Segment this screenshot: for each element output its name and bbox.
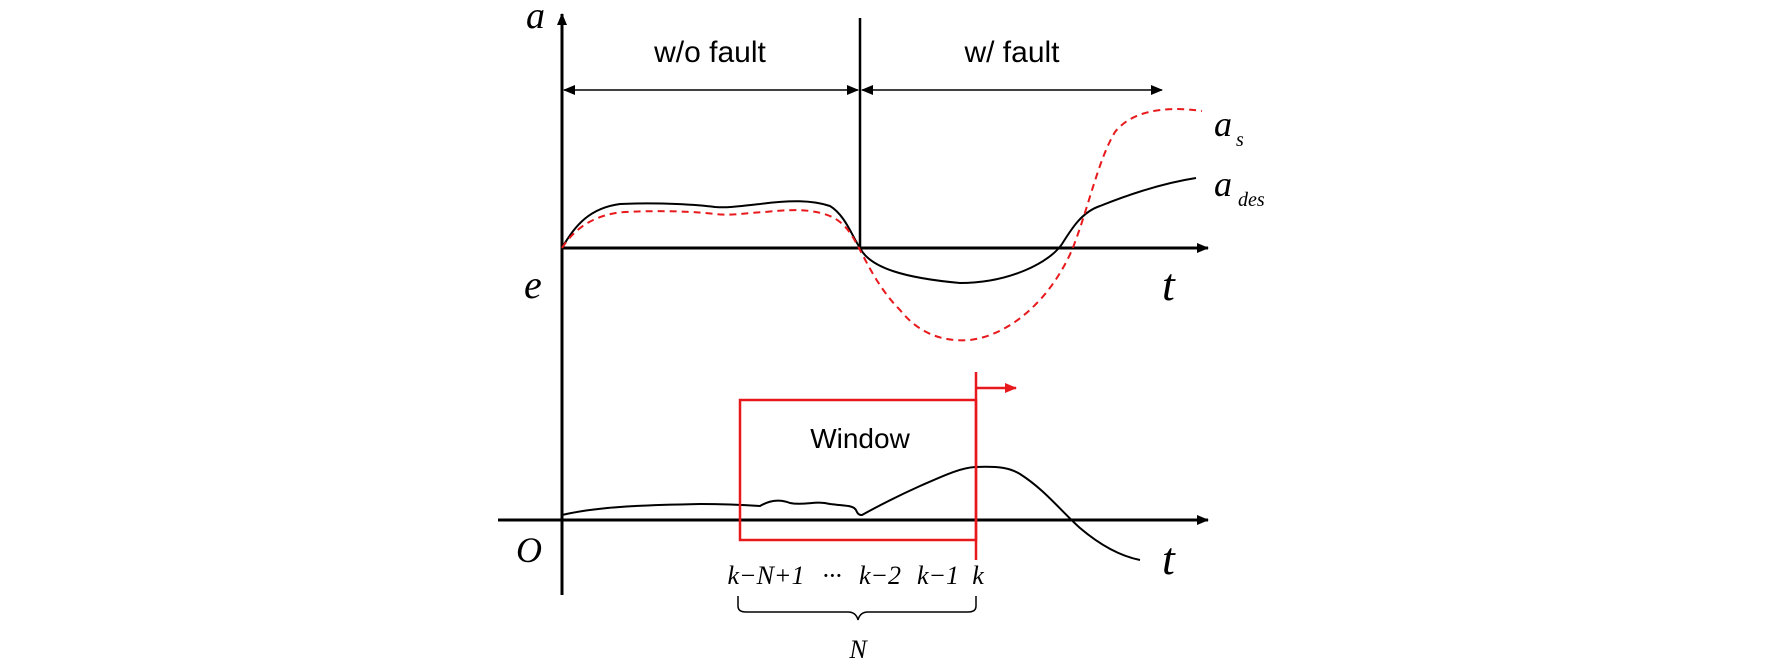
with-fault-label: w/ fault: [963, 36, 1060, 69]
sensor-curve-subscript: s: [1236, 129, 1244, 151]
desired-curve-label: a: [1214, 164, 1232, 204]
brace-label: N: [848, 635, 868, 664]
top-time-label: t: [1162, 259, 1176, 310]
tick-k-minus-2: k−2: [859, 561, 901, 590]
window-label: Window: [810, 423, 910, 454]
origin-label: O: [516, 530, 542, 570]
error-axis-label: e: [524, 262, 542, 307]
tick-k: k: [972, 561, 984, 590]
error-curve: [561, 465, 1141, 561]
y-axis-label: a: [526, 0, 545, 37]
tick-k-minus-1: k−1: [917, 561, 959, 590]
sample-brace: [737, 596, 977, 621]
tick-dots: ···: [822, 561, 842, 590]
desired-curve-subscript: des: [1238, 189, 1265, 211]
without-fault-label: w/o fault: [653, 36, 766, 69]
sensor-acceleration-curve: [561, 108, 1203, 342]
sensor-curve-label: a: [1214, 104, 1232, 144]
tick-k-minus-N-plus-1: k−N+1: [728, 561, 805, 590]
desired-acceleration-curve: [561, 177, 1197, 285]
bottom-time-label: t: [1162, 533, 1176, 584]
